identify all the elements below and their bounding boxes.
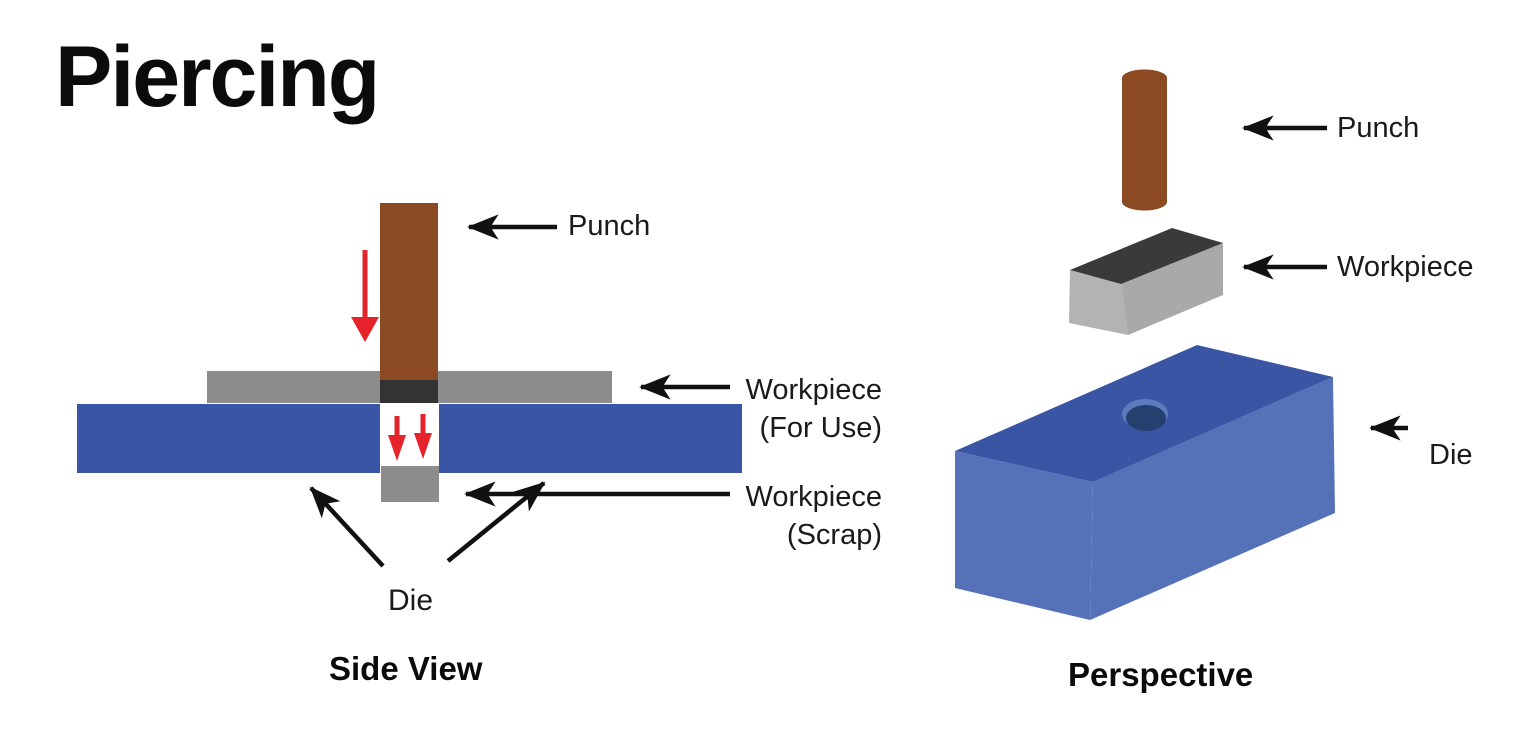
side-die-arrow-right-icon [446,481,546,563]
side-punch-tip [380,380,438,403]
perspective-caption: Perspective [1068,656,1254,693]
perspective-view-diagram [955,69,1408,620]
side-punch-label: Punch [568,210,651,242]
side-die-arrow-left-icon [309,486,385,568]
slug-force-arrows-icon [388,414,432,461]
side-workpiece-use-line2: (For Use) [759,412,882,445]
persp-workpiece-block [1069,228,1223,335]
side-workpiece-use-line1: Workpiece [745,374,882,406]
persp-punch-label: Punch [1337,112,1420,144]
side-workpiece-scrap-line2: (Scrap) [786,519,882,552]
persp-die-block [955,345,1335,620]
side-workpiece-scrap-slug [381,466,439,502]
persp-die-label: Die [1429,439,1473,471]
persp-workpiece-label: Workpiece [1337,251,1474,283]
side-workpiece-scrap-line1: Workpiece [745,481,882,513]
side-view-caption: Side View [329,650,483,687]
side-die-label: Die [388,584,434,617]
side-workpiece-use-label: Workpiece (For Use) [680,371,882,448]
side-die-hole [380,403,439,474]
side-punch [380,203,438,381]
persp-die-hole [1126,405,1166,431]
side-view-diagram [77,203,742,568]
page-title: Piercing [55,29,380,125]
force-arrow-down-icon [351,250,379,342]
persp-punch [1122,69,1167,211]
side-workpiece-scrap-label: Workpiece (Scrap) [680,478,882,555]
